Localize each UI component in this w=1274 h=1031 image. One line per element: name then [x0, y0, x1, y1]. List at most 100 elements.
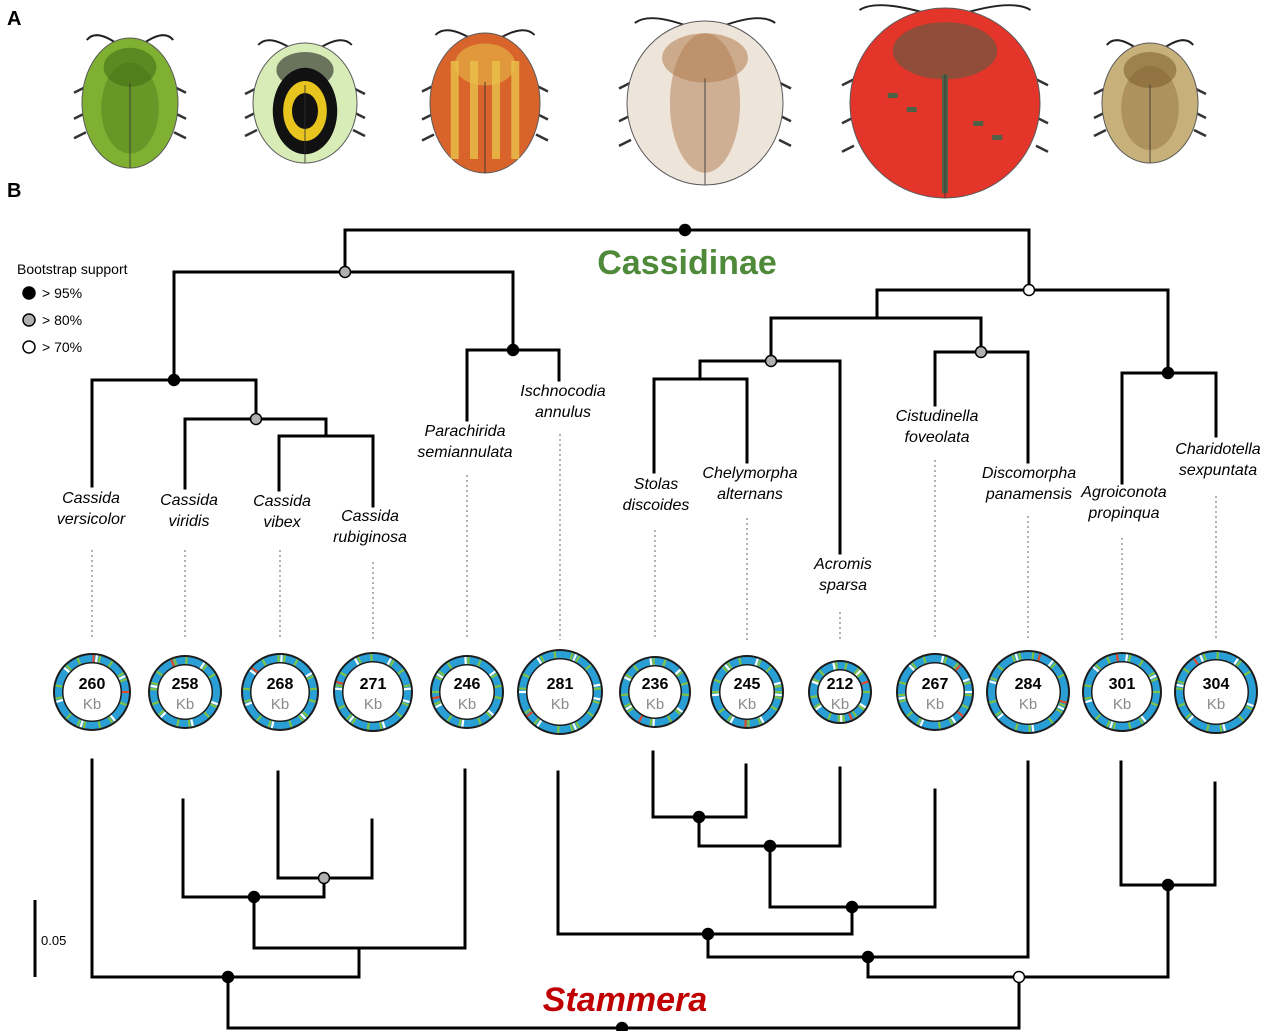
- genome-feature-tick: [461, 719, 465, 727]
- species-epithet: propinqua: [1087, 505, 1159, 522]
- genome-feature-tick: [348, 715, 355, 723]
- genome-size: 301: [1109, 676, 1136, 693]
- genome-feature-tick: [1109, 721, 1114, 729]
- genome-feature-tick: [1148, 671, 1156, 678]
- species-genus: Chelymorpha: [702, 465, 797, 482]
- genome-feature-tick: [401, 701, 409, 707]
- genome-feature-tick: [308, 698, 316, 703]
- genome-feature-tick: [446, 714, 453, 722]
- genome-feature-tick: [818, 669, 825, 677]
- genome-feature-tick: [997, 664, 1004, 672]
- leg: [421, 133, 435, 142]
- genome-rings: 260Kb258Kb268Kb271Kb246Kb281Kb236Kb245Kb…: [53, 649, 1258, 735]
- genome-feature-tick: [962, 677, 971, 683]
- genome-size: 271: [360, 676, 387, 693]
- genome-feature-tick: [494, 684, 502, 689]
- genome-feature-tick: [1106, 720, 1111, 728]
- species-epithet: panamensis: [985, 486, 1072, 503]
- genome-feature-tick: [1246, 702, 1254, 708]
- species-genus: Acromis: [813, 556, 872, 573]
- genome-size-unit: Kb: [551, 696, 569, 713]
- genome-feature-tick: [117, 672, 125, 678]
- bootstrap-node: [247, 890, 261, 904]
- bootstrap-nodes: [167, 223, 1175, 1031]
- genome-feature-tick: [681, 693, 689, 697]
- genome-feature-tick: [119, 677, 128, 683]
- genome-feature-tick: [1037, 653, 1042, 661]
- genome-feature-tick: [201, 663, 208, 671]
- genome-feature-tick: [293, 658, 299, 667]
- genome-feature-tick: [357, 656, 362, 664]
- genome-feature-tick: [674, 668, 682, 676]
- genome-feature-tick: [1085, 699, 1093, 704]
- genome-feature-tick: [676, 671, 684, 678]
- genome-feature-tick: [1094, 713, 1102, 721]
- genome-feature-tick: [853, 667, 860, 675]
- species-epithet: discoides: [623, 497, 690, 514]
- genome-feature-tick: [770, 705, 778, 711]
- genome-feature-tick: [1057, 705, 1065, 711]
- genome-feature-tick: [859, 702, 867, 709]
- genome-feature-tick: [309, 687, 317, 691]
- genome-feature-tick: [288, 720, 293, 728]
- genome-feature-tick: [922, 656, 927, 664]
- genome-feature-tick: [713, 678, 722, 684]
- genome-feature-tick: [336, 680, 344, 685]
- genome-feature-tick: [1050, 662, 1057, 669]
- genome-feature-tick: [674, 708, 682, 716]
- connector-lines: [91, 434, 1217, 640]
- genome-ring-center: [440, 665, 494, 719]
- genome-feature-tick: [251, 666, 259, 674]
- bootstrap-node: [764, 354, 778, 368]
- genome-feature-tick: [170, 659, 176, 667]
- leg: [1035, 144, 1049, 153]
- genome-feature-tick: [119, 701, 128, 707]
- genome-feature-tick: [813, 702, 821, 709]
- bootstrap-node: [1161, 878, 1175, 892]
- genome-feature-tick: [961, 704, 969, 710]
- genome-feature-tick: [1149, 674, 1157, 680]
- genome-feature-tick: [898, 693, 906, 697]
- genome-feature-tick: [299, 712, 307, 720]
- genome-feature-tick: [940, 655, 945, 663]
- genome-feature-tick: [1014, 653, 1019, 661]
- genome-feature-tick: [592, 699, 600, 704]
- green-tortoise-beetle: [73, 34, 187, 169]
- genome-feature-tick: [76, 657, 82, 665]
- genome-feature-tick: [389, 659, 395, 667]
- genome-feature-tick: [943, 656, 948, 664]
- panel-label-a: A: [7, 8, 21, 30]
- genome-feature-tick: [593, 687, 601, 691]
- genome-feature-tick: [754, 658, 759, 666]
- genome-feature-tick: [1150, 701, 1158, 707]
- bootstrap-node: [1012, 970, 1026, 984]
- genome-feature-tick: [637, 715, 644, 723]
- genome-feature-tick: [536, 657, 543, 665]
- genome-feature-tick: [774, 684, 782, 689]
- genome-feature-tick: [623, 676, 632, 682]
- genome-feature-tick: [861, 680, 869, 685]
- genome-feature-tick: [1178, 702, 1186, 708]
- species-genus: Parachirida: [425, 423, 506, 440]
- genome-feature-tick: [834, 662, 839, 670]
- leg: [535, 133, 549, 142]
- species-epithet: sexpuntata: [1179, 462, 1257, 479]
- leg: [1093, 128, 1107, 138]
- genome-feature-tick: [1138, 717, 1144, 725]
- genome-feature-tick: [851, 710, 858, 718]
- genome-size-unit: Kb: [83, 696, 101, 713]
- genome-feature-tick: [335, 684, 343, 688]
- leg: [778, 138, 792, 148]
- species-genus: Stolas: [634, 476, 678, 493]
- leg: [841, 144, 855, 153]
- genome-feature-tick: [1084, 696, 1092, 700]
- genome-size-unit: Kb: [271, 696, 289, 713]
- genome-feature-tick: [1031, 724, 1035, 732]
- genome-feature-tick: [378, 721, 383, 730]
